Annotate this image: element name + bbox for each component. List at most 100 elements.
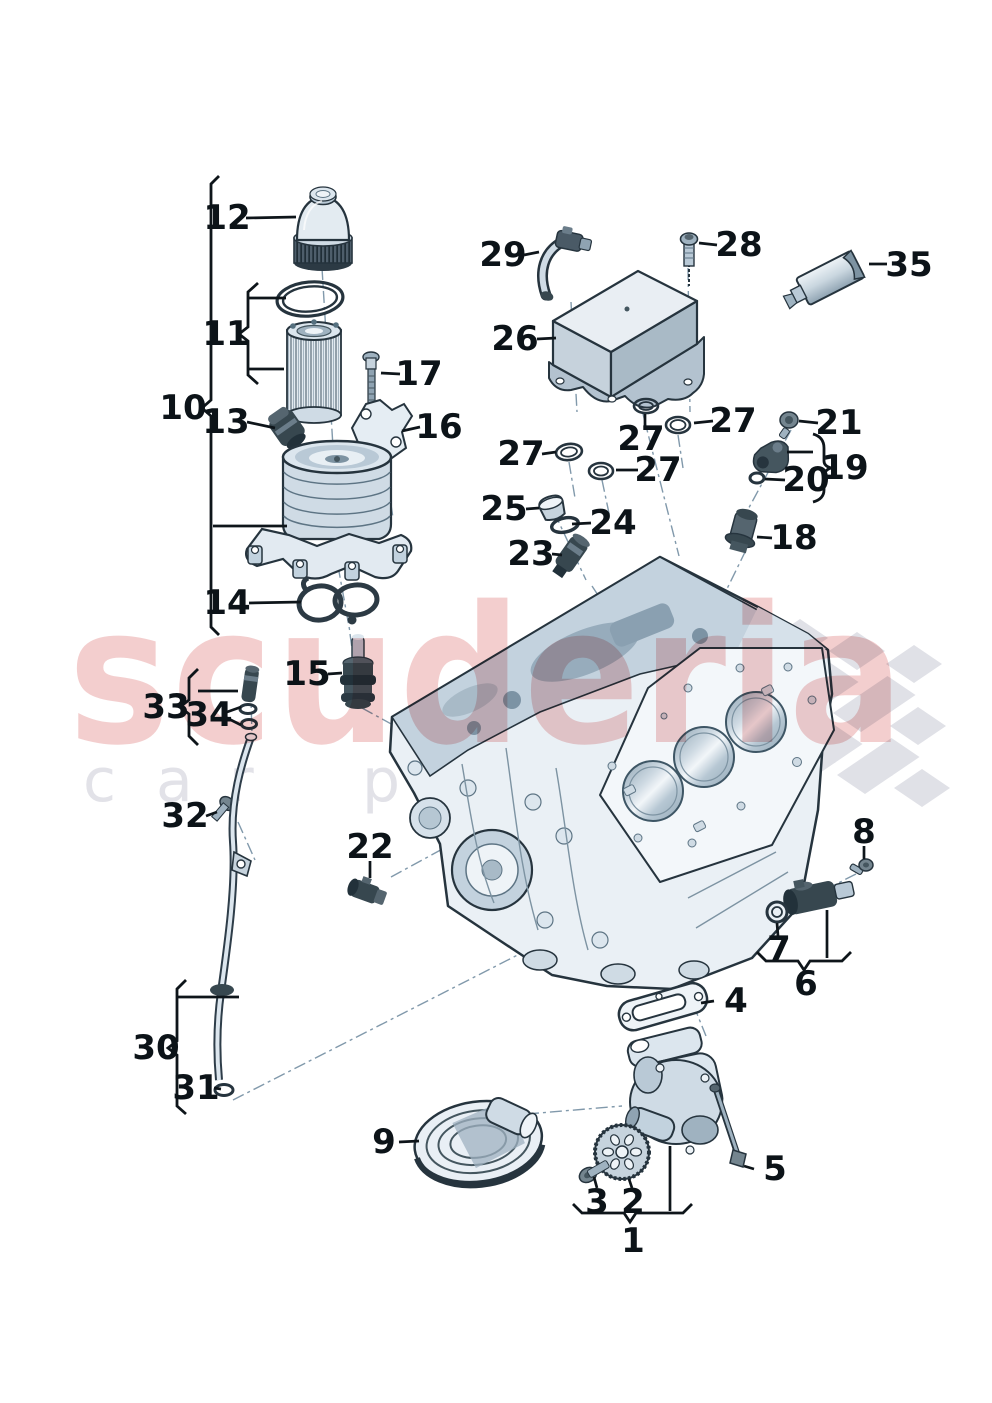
leader-line-18 [756, 535, 773, 540]
oil-filter-cap [293, 186, 353, 271]
leader-line-25 [525, 506, 540, 511]
screw-3 [578, 1160, 610, 1184]
head-shoulder [736, 607, 826, 652]
sensor-22 [347, 876, 387, 905]
callout-28: 28 [715, 225, 762, 265]
callouts: 1234567891011121314151617181920212223242… [132, 198, 932, 1261]
flag-diamond [833, 694, 889, 732]
housing-gasket-14 [296, 575, 380, 625]
callout-4: 4 [724, 981, 748, 1021]
o-ring-large [275, 280, 345, 318]
callout-27: 27 [497, 434, 544, 474]
bracket-10 [199, 175, 220, 636]
flag-diamond [829, 632, 885, 670]
brace-19 [812, 432, 837, 504]
callout-27: 27 [709, 401, 756, 441]
callout-22: 22 [346, 827, 393, 867]
bracket-1 [572, 1203, 693, 1225]
o-ring-24 [550, 515, 580, 535]
callout-35: 35 [885, 245, 932, 285]
leader-line-9 [398, 1139, 420, 1144]
seal-34a [238, 703, 258, 715]
callout-8: 8 [852, 812, 876, 852]
flag-diamond [890, 707, 946, 745]
callout-17: 17 [395, 354, 442, 394]
leader-line-16 [401, 425, 421, 433]
flag-diamond [894, 769, 950, 807]
leader-line-14 [248, 600, 302, 605]
o-ring-7-inner [771, 906, 783, 918]
oil-cooler-26 [548, 269, 705, 409]
sealant-tube-35 [782, 249, 866, 310]
gasket-holes [607, 662, 817, 848]
leader-line-26 [536, 336, 557, 341]
plug-18 [724, 508, 758, 554]
bolt-5 [709, 1083, 747, 1168]
watermark-letter: c [83, 746, 116, 816]
valve-15 [340, 634, 376, 709]
oil-pump [625, 1026, 724, 1155]
leader-line-34 [226, 705, 242, 714]
callout-21: 21 [815, 403, 862, 443]
housing-bosses [247, 544, 408, 581]
bolt-21 [778, 411, 799, 440]
leader-line-20 [764, 477, 786, 482]
leader-line-28 [698, 241, 718, 247]
callout-26: 26 [491, 319, 538, 359]
bracket-6 [756, 951, 852, 973]
watermark-letter: a [156, 746, 193, 816]
leader-line-13 [246, 420, 276, 430]
callout-16: 16 [415, 407, 462, 447]
callout-15: 15 [283, 654, 330, 694]
callout-31: 31 [172, 1068, 219, 1108]
callout-34: 34 [185, 695, 232, 735]
bolt-8 [849, 858, 874, 875]
callout-9: 9 [372, 1122, 396, 1162]
leader-line-15 [327, 671, 343, 676]
gasket-4 [617, 981, 709, 1032]
strainer-9 [413, 1097, 546, 1189]
flag-diamond [886, 645, 942, 683]
callout-brackets [165, 175, 852, 1225]
bolt-33 [241, 665, 260, 703]
callout-10: 10 [159, 388, 206, 428]
callout-13: 13 [202, 402, 249, 442]
callout-7: 7 [767, 929, 791, 969]
solenoid-valve-6 [783, 879, 855, 915]
leader-line-27 [693, 419, 714, 425]
leader-line-32 [205, 810, 218, 818]
flag-diamond [837, 756, 893, 794]
valley-port [609, 603, 675, 647]
callout-27: 27 [634, 450, 681, 490]
callout-5: 5 [763, 1149, 787, 1189]
sensor-19 [752, 440, 790, 474]
valley-port [442, 683, 498, 717]
leader-line-31 [213, 1086, 222, 1091]
leader-line-3 [592, 1176, 599, 1189]
callout-14: 14 [203, 583, 250, 623]
o-rings-27 [554, 397, 692, 481]
callout-2: 2 [621, 1182, 645, 1222]
leader-line-2 [627, 1178, 634, 1189]
leader-line-23 [551, 552, 563, 557]
callout-3: 3 [585, 1182, 609, 1222]
leader-line-29 [523, 250, 540, 257]
line-art [210, 186, 874, 1189]
engine-block [388, 555, 835, 991]
callout-19: 19 [821, 448, 868, 488]
valley-port [530, 622, 640, 682]
callout-6: 6 [794, 964, 818, 1004]
bracket-16-hole [390, 436, 402, 448]
callout-12: 12 [203, 198, 250, 238]
o-ring-31 [213, 1083, 235, 1097]
sensor-23 [552, 533, 590, 579]
callout-29: 29 [479, 235, 526, 275]
cylinder-bores [622, 691, 787, 822]
bypass-valve-13 [268, 406, 306, 449]
breather-hose-29 [537, 226, 593, 301]
callout-24: 24 [589, 503, 636, 543]
bracket-30 [165, 979, 187, 1116]
callout-33: 33 [142, 687, 189, 727]
